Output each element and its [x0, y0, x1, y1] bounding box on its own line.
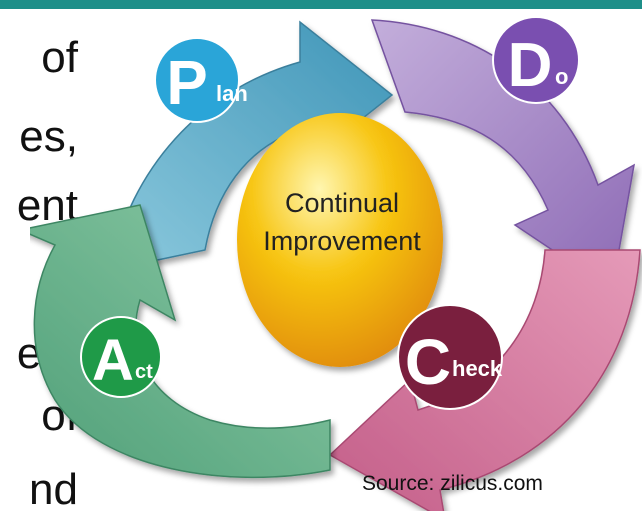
plan-rest: lan: [216, 81, 248, 106]
check-badge: C heck: [397, 304, 503, 410]
slide-text-line: of: [41, 33, 78, 82]
do-rest: o: [555, 64, 568, 89]
slide-text-line: es,: [19, 112, 78, 161]
act-rest: ct: [135, 361, 153, 383]
check-rest: heck: [452, 356, 503, 381]
slide-top-bar: [0, 0, 642, 9]
act-badge: A ct: [80, 316, 162, 398]
plan-badge: P lan: [154, 37, 248, 123]
do-letter: D: [508, 31, 553, 100]
plan-letter: P: [166, 49, 207, 118]
center-ball: [237, 113, 443, 367]
plan-arrow: [109, 20, 394, 271]
center-label-line-1: Continual: [285, 188, 399, 218]
act-letter: A: [92, 328, 134, 393]
source-credit: Source: zilicus.com: [362, 472, 543, 495]
do-arrow: [370, 19, 636, 292]
check-letter: C: [405, 326, 451, 398]
do-badge: D o: [492, 16, 580, 104]
slide-text-line: nd: [29, 465, 78, 511]
center-label-line-2: Improvement: [263, 226, 421, 256]
act-arrow: [30, 204, 331, 479]
pdca-cycle-diagram: Continual Improvement P lan D o C heck A…: [30, 16, 641, 511]
